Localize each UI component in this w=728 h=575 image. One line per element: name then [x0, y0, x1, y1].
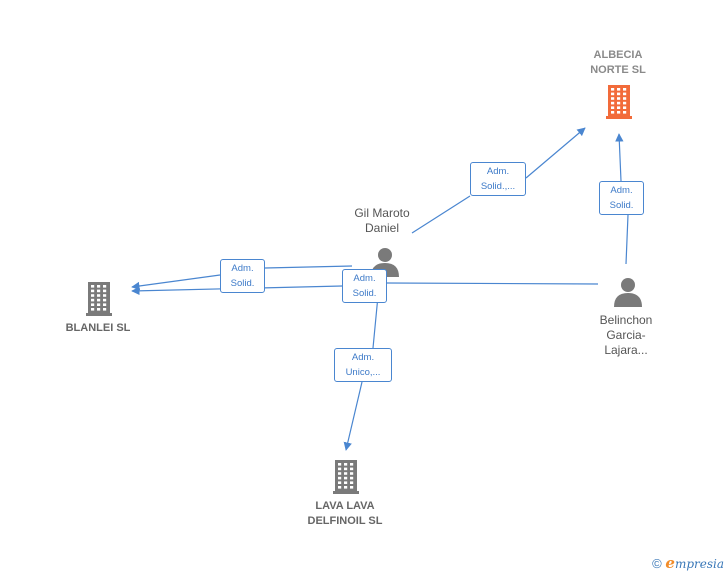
edge-gil-blanlei	[132, 265, 353, 287]
building-icon[interactable]	[86, 282, 112, 316]
person-label-gil[interactable]: Gil Maroto Daniel	[354, 206, 410, 235]
edge-belinchon-albecia	[619, 134, 629, 265]
building-icon[interactable]	[333, 460, 359, 494]
edge-gil-albecia	[411, 128, 585, 234]
edge-label-belinchon-blanlei[interactable]: Adm. Solid.	[342, 269, 387, 303]
person-icon[interactable]	[614, 278, 642, 307]
edge-label-belinchon-albecia[interactable]: Adm. Solid.	[599, 181, 644, 215]
edge-label-gil-albecia[interactable]: Adm. Solid.,...	[470, 162, 526, 196]
company-label-lava[interactable]: LAVA LAVA DELFINOIL SL	[307, 500, 383, 527]
company-label-blanlei[interactable]: BLANLEI SL	[65, 322, 131, 334]
copyright-symbol: ©	[652, 556, 662, 571]
company-label-albecia[interactable]: ALBECIA NORTE SL	[590, 49, 646, 76]
person-label-belinchon[interactable]: Belinchon Garcia- Lajara...	[599, 313, 653, 357]
edge-label-gil-lava[interactable]: Adm. Unico,...	[334, 348, 392, 382]
empresia-logo: empresia	[665, 554, 724, 572]
empresia-watermark: © empresia	[652, 554, 724, 572]
building-icon[interactable]	[606, 85, 632, 119]
edge-label-gil-blanlei[interactable]: Adm. Solid.	[220, 259, 265, 293]
